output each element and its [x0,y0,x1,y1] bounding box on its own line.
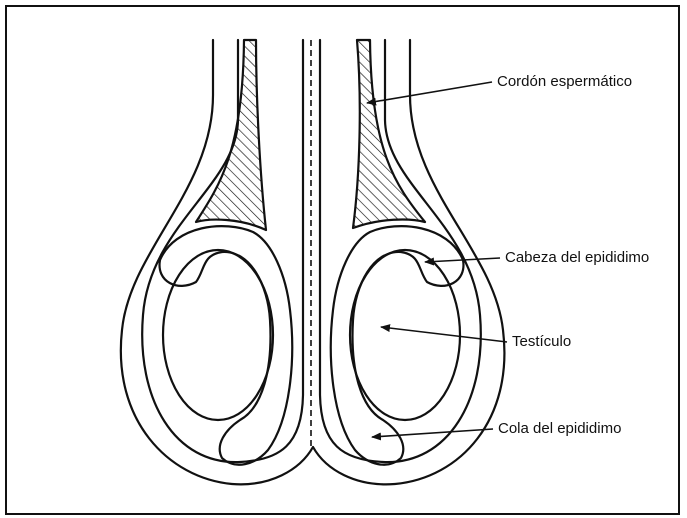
scrotum-outer-outline [121,40,505,484]
label-testiculo: Testículo [512,333,571,351]
label-cordon-espermatico: Cordón espermático [497,73,632,91]
label-cola-del-epididimo: Cola del epididimo [498,420,621,438]
arrow-cola [372,429,493,437]
arrow-testiculo [381,327,507,342]
left-spermatic-cord-hatch [196,40,266,230]
left-testicle [163,250,273,420]
label-cabeza-del-epididimo: Cabeza del epididimo [505,249,649,267]
